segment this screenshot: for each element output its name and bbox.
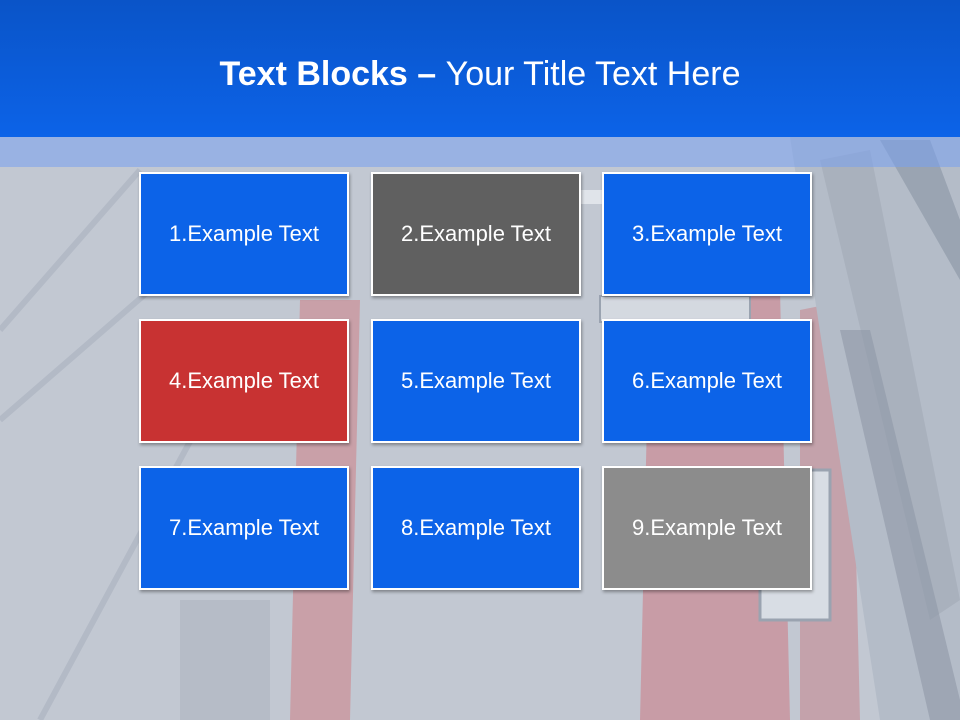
title-dash: –	[417, 55, 446, 93]
title-bold: Text Blocks	[219, 55, 408, 93]
text-block-3[interactable]: 3.Example Text	[602, 172, 812, 296]
text-block-label: 4.Example Text	[168, 368, 319, 393]
text-block-label: 8.Example Text	[400, 515, 551, 540]
text-block-label: 1.Example Text	[168, 221, 319, 246]
text-block-2[interactable]: 2.Example Text	[371, 172, 581, 296]
title-band	[0, 137, 960, 167]
text-block-7[interactable]: 7.Example Text	[139, 466, 349, 590]
text-block-8[interactable]: 8.Example Text	[371, 466, 581, 590]
text-block-label: 5.Example Text	[400, 368, 551, 393]
text-block-1[interactable]: 1.Example Text	[139, 172, 349, 296]
slide-title: Text Blocks – Your Title Text Here	[0, 52, 960, 96]
text-block-label: 3.Example Text	[631, 221, 782, 246]
text-block-4[interactable]: 4.Example Text	[139, 319, 349, 443]
text-block-5[interactable]: 5.Example Text	[371, 319, 581, 443]
text-block-9[interactable]: 9.Example Text	[602, 466, 812, 590]
text-block-label: 2.Example Text	[400, 221, 551, 246]
text-block-label: 9.Example Text	[631, 515, 782, 540]
title-rest: Your Title Text Here	[445, 55, 741, 93]
title-bar	[0, 0, 960, 137]
text-block-label: 7.Example Text	[168, 515, 319, 540]
text-block-6[interactable]: 6.Example Text	[602, 319, 812, 443]
text-block-label: 6.Example Text	[631, 368, 782, 393]
